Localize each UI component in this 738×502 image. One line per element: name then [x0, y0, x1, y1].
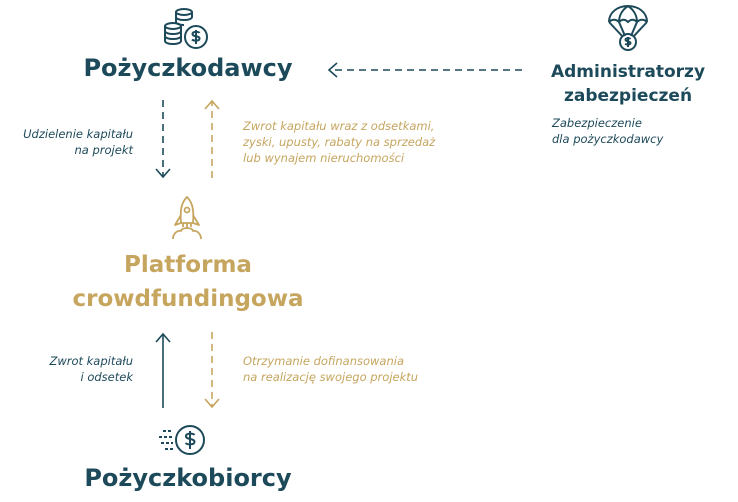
label-line: Zabezpieczenie [552, 116, 642, 130]
arrow-borrowers-to-platform [155, 332, 171, 408]
platform-to-borrowers-label: Otrzymanie dofinansowania na realizację … [243, 353, 418, 385]
borrowers-title: Pożyczkobiorcy [84, 464, 292, 492]
label-line: zyski, upusty, rabaty na sprzedaż [243, 135, 436, 149]
platform-title-line1: Platforma [124, 252, 252, 278]
lenders-title: Pożyczkodawcy [83, 54, 293, 82]
label-line: Otrzymanie dofinansowania [243, 354, 404, 368]
label-line: Udzielenie kapitału [23, 127, 133, 141]
parachute-dollar-icon [608, 4, 648, 51]
label-line: i odsetek [80, 370, 134, 384]
arrow-platform-to-lenders [204, 99, 220, 178]
label-line: lub wynajem nieruchomości [243, 151, 405, 165]
insurers-title-line2: zabezpieczeń [563, 86, 693, 106]
platform-title-line2: crowdfundingowa [72, 286, 304, 312]
platform-title: Platforma crowdfundingowa [38, 248, 338, 316]
coins-dollar-icon [164, 8, 208, 49]
label-line: Zwrot kapitału wraz z odsetkami, [243, 119, 435, 133]
arrow-insurers-to-lenders [327, 62, 522, 78]
label-line: Zwrot kapitału [49, 354, 133, 368]
label-line: na projekt [74, 143, 134, 157]
borrowers-to-platform-label: Zwrot kapitału i odsetek [49, 353, 133, 385]
insurers-title-line1: Administratorzy [550, 62, 706, 82]
arrow-lenders-to-platform [155, 100, 171, 179]
platform-to-lenders-label: Zwrot kapitału wraz z odsetkami, zyski, … [243, 118, 435, 166]
label-line: na realizację swojego projektu [243, 370, 419, 384]
lenders-to-platform-label: Udzielenie kapitału na projekt [23, 126, 133, 158]
label-line: dla pożyczkodawcy [552, 132, 664, 146]
arrow-platform-to-borrowers [204, 332, 220, 409]
insurers-title: Administratorzy zabezpieczeń [528, 60, 728, 108]
insurers-to-lenders-label: Zabezpieczenie dla pożyczkodawcy [552, 115, 663, 147]
rocket-icon [172, 196, 202, 240]
speeding-dollar-icon [159, 425, 205, 455]
